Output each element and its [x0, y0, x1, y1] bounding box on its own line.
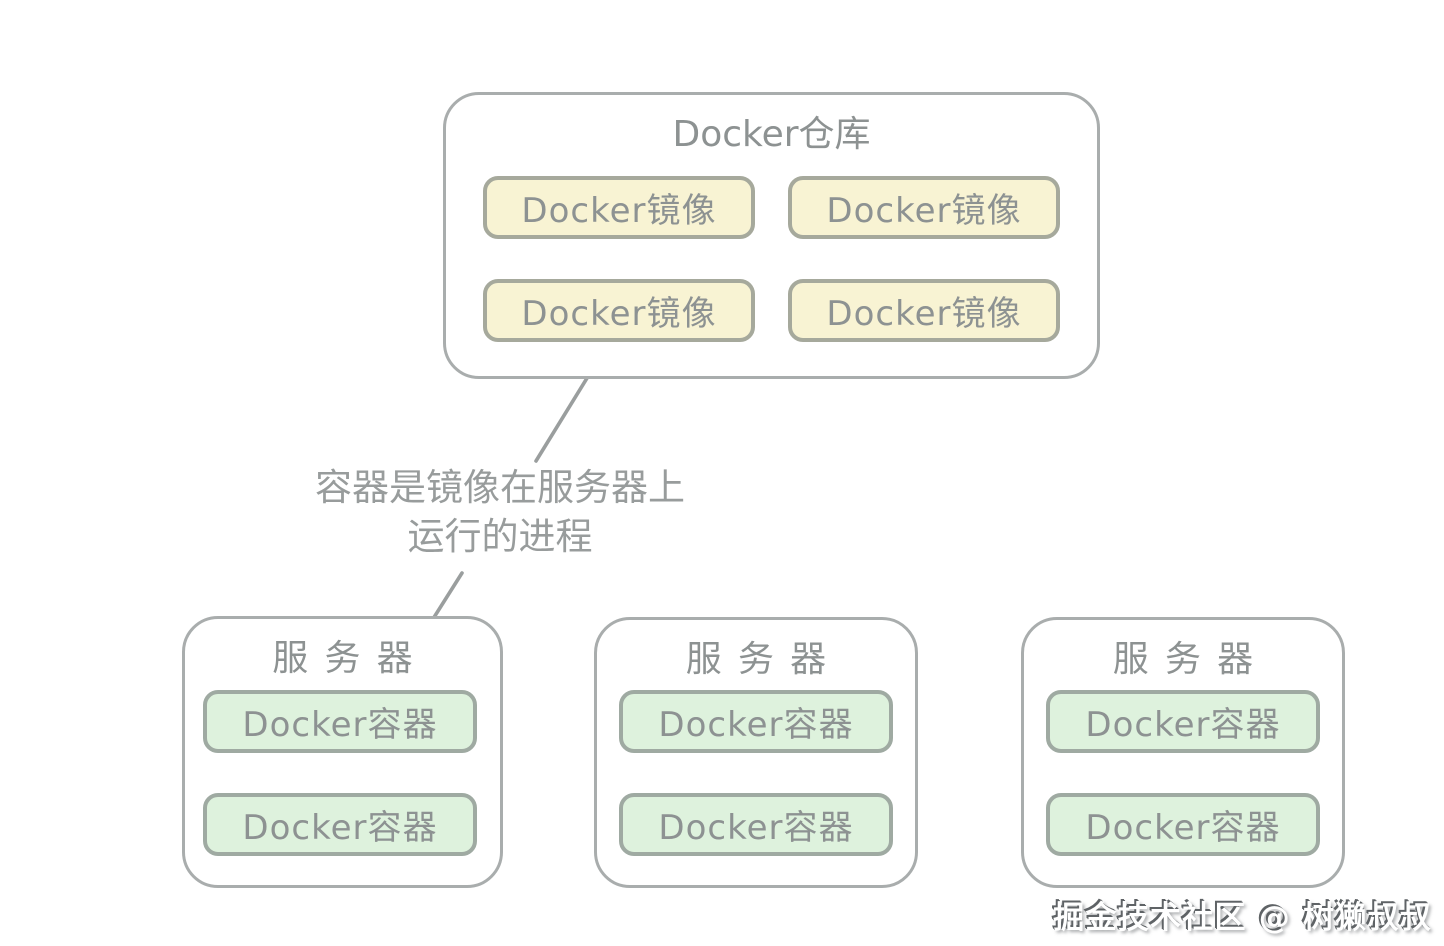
- server-title: 服务器: [685, 639, 843, 680]
- docker-container-box: Docker容器: [619, 690, 893, 753]
- docker-image-box: Docker镜像: [788, 176, 1060, 239]
- annotation-text: 容器是镜像在服务器上 运行的进程: [288, 464, 712, 562]
- server-title: 服务器: [272, 638, 429, 679]
- watermark: 掘金技术社区 @ 树獭叔叔: [1053, 900, 1432, 936]
- annotation-line-2: 运行的进程: [407, 514, 593, 558]
- docker-container-box: Docker容器: [203, 690, 477, 753]
- annotation-line-1: 容器是镜像在服务器上: [315, 466, 685, 509]
- docker-container-box: Docker容器: [1046, 690, 1320, 753]
- repository-title: Docker仓库: [672, 114, 871, 155]
- docker-container-box: Docker容器: [203, 793, 477, 856]
- server-title: 服务器: [1112, 639, 1270, 680]
- docker-container-box: Docker容器: [1046, 793, 1320, 856]
- docker-image-box: Docker镜像: [483, 279, 755, 342]
- docker-container-box: Docker容器: [619, 793, 893, 856]
- docker-image-box: Docker镜像: [483, 176, 755, 239]
- docker-image-box: Docker镜像: [788, 279, 1060, 342]
